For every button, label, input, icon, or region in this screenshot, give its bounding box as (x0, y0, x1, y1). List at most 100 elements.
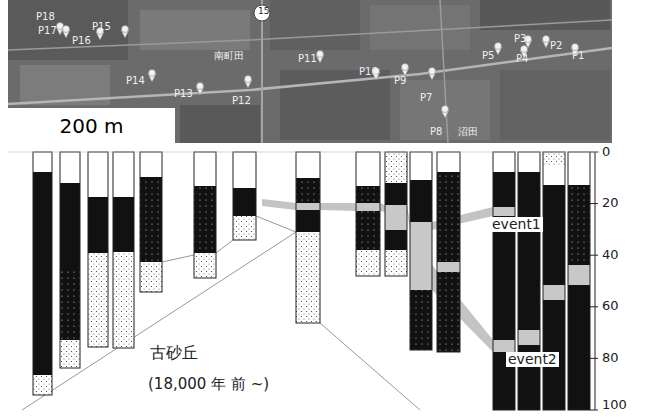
core-column (60, 152, 80, 368)
core-column (356, 152, 380, 276)
core-layer (493, 207, 515, 216)
place-name: 南町田 (214, 50, 244, 61)
core-layer (385, 152, 407, 183)
map-pin (495, 43, 502, 50)
map-pin (149, 70, 156, 77)
dune-outline (162, 216, 296, 262)
map-pin (245, 76, 252, 83)
field (180, 105, 260, 143)
core-layer (356, 186, 380, 203)
axis-tick (590, 358, 598, 359)
event-label: event2 (506, 352, 559, 367)
core-layer (437, 152, 460, 172)
core-column (543, 152, 565, 410)
correlation-band (262, 199, 296, 210)
site-label: P18 (36, 11, 55, 22)
core-layer (543, 185, 565, 285)
axis-tick (590, 410, 598, 411)
map-pin (572, 44, 579, 51)
depth-value: 40 (602, 248, 619, 262)
core-layer (296, 210, 320, 232)
core-layer (410, 290, 432, 350)
core-layer (493, 152, 515, 172)
core-layer (543, 285, 565, 300)
core-column (568, 152, 590, 410)
site-label: P11 (298, 53, 317, 64)
scale-label: 200 m (59, 114, 123, 138)
core-layer (568, 285, 590, 410)
core-layer (356, 250, 380, 276)
core-layer (437, 262, 460, 272)
core-layer (410, 180, 432, 222)
core-layer (140, 262, 162, 292)
site-label: P13 (174, 88, 193, 99)
map-pin (317, 51, 324, 58)
scale-bar-box: 200 m (8, 108, 175, 143)
core-layer (385, 230, 407, 250)
core-layer (194, 253, 216, 278)
site-label: P2 (550, 40, 562, 51)
core-layer (60, 152, 80, 183)
depth-value: 0 (602, 145, 610, 159)
core-layer (493, 340, 515, 352)
core-layer (60, 340, 80, 368)
unit-name: 古砂丘 (150, 344, 198, 362)
depth-axis (595, 152, 596, 410)
core-column (33, 152, 52, 395)
core-layer (233, 152, 256, 188)
core-layer (385, 212, 407, 230)
correlation-band (432, 265, 493, 352)
core-layer (140, 152, 162, 177)
core-column (194, 152, 216, 278)
route-number: 15 (258, 7, 269, 17)
site-label: P12 (232, 95, 251, 106)
core-layer (60, 183, 80, 268)
correlation-band (320, 203, 356, 211)
core-column (493, 152, 515, 410)
depth-value: 20 (602, 196, 619, 210)
map-pin (543, 36, 550, 43)
core-layer (437, 272, 460, 352)
core-column (518, 152, 540, 410)
core-layer (296, 232, 320, 323)
core-layer (385, 250, 407, 276)
core-column (140, 152, 162, 292)
core-layer (33, 172, 52, 375)
core-layer (88, 197, 108, 253)
site-label: P16 (72, 35, 91, 46)
event-label: event1 (490, 217, 543, 232)
core-layer (410, 152, 432, 180)
place-name: 沼田 (458, 126, 478, 137)
core-layer (493, 172, 515, 207)
road (8, 48, 612, 104)
core-column (88, 152, 108, 347)
core-column (437, 152, 460, 352)
core-layer (518, 152, 540, 172)
core-layer (88, 152, 108, 197)
road (8, 20, 612, 50)
core-layer (568, 185, 590, 265)
core-layer (568, 265, 590, 285)
core-layer (356, 203, 380, 211)
ground-line (8, 152, 600, 153)
core-layer (356, 152, 380, 186)
map-pin (521, 46, 528, 53)
map-pin (122, 26, 129, 33)
site-label: P9 (394, 75, 406, 86)
site-label: P3 (514, 33, 526, 44)
depth-value: 60 (602, 299, 619, 313)
core-layer (437, 172, 460, 262)
core-column (410, 152, 432, 350)
core-layer (518, 330, 540, 345)
field (280, 70, 390, 140)
site-label: P14 (126, 75, 145, 86)
core-column (296, 152, 320, 323)
core-layer (493, 216, 515, 340)
axis-tick (590, 255, 598, 256)
core-column (113, 152, 134, 348)
core-layer (568, 152, 590, 185)
map-pin (197, 83, 204, 90)
core-layer (385, 205, 407, 212)
